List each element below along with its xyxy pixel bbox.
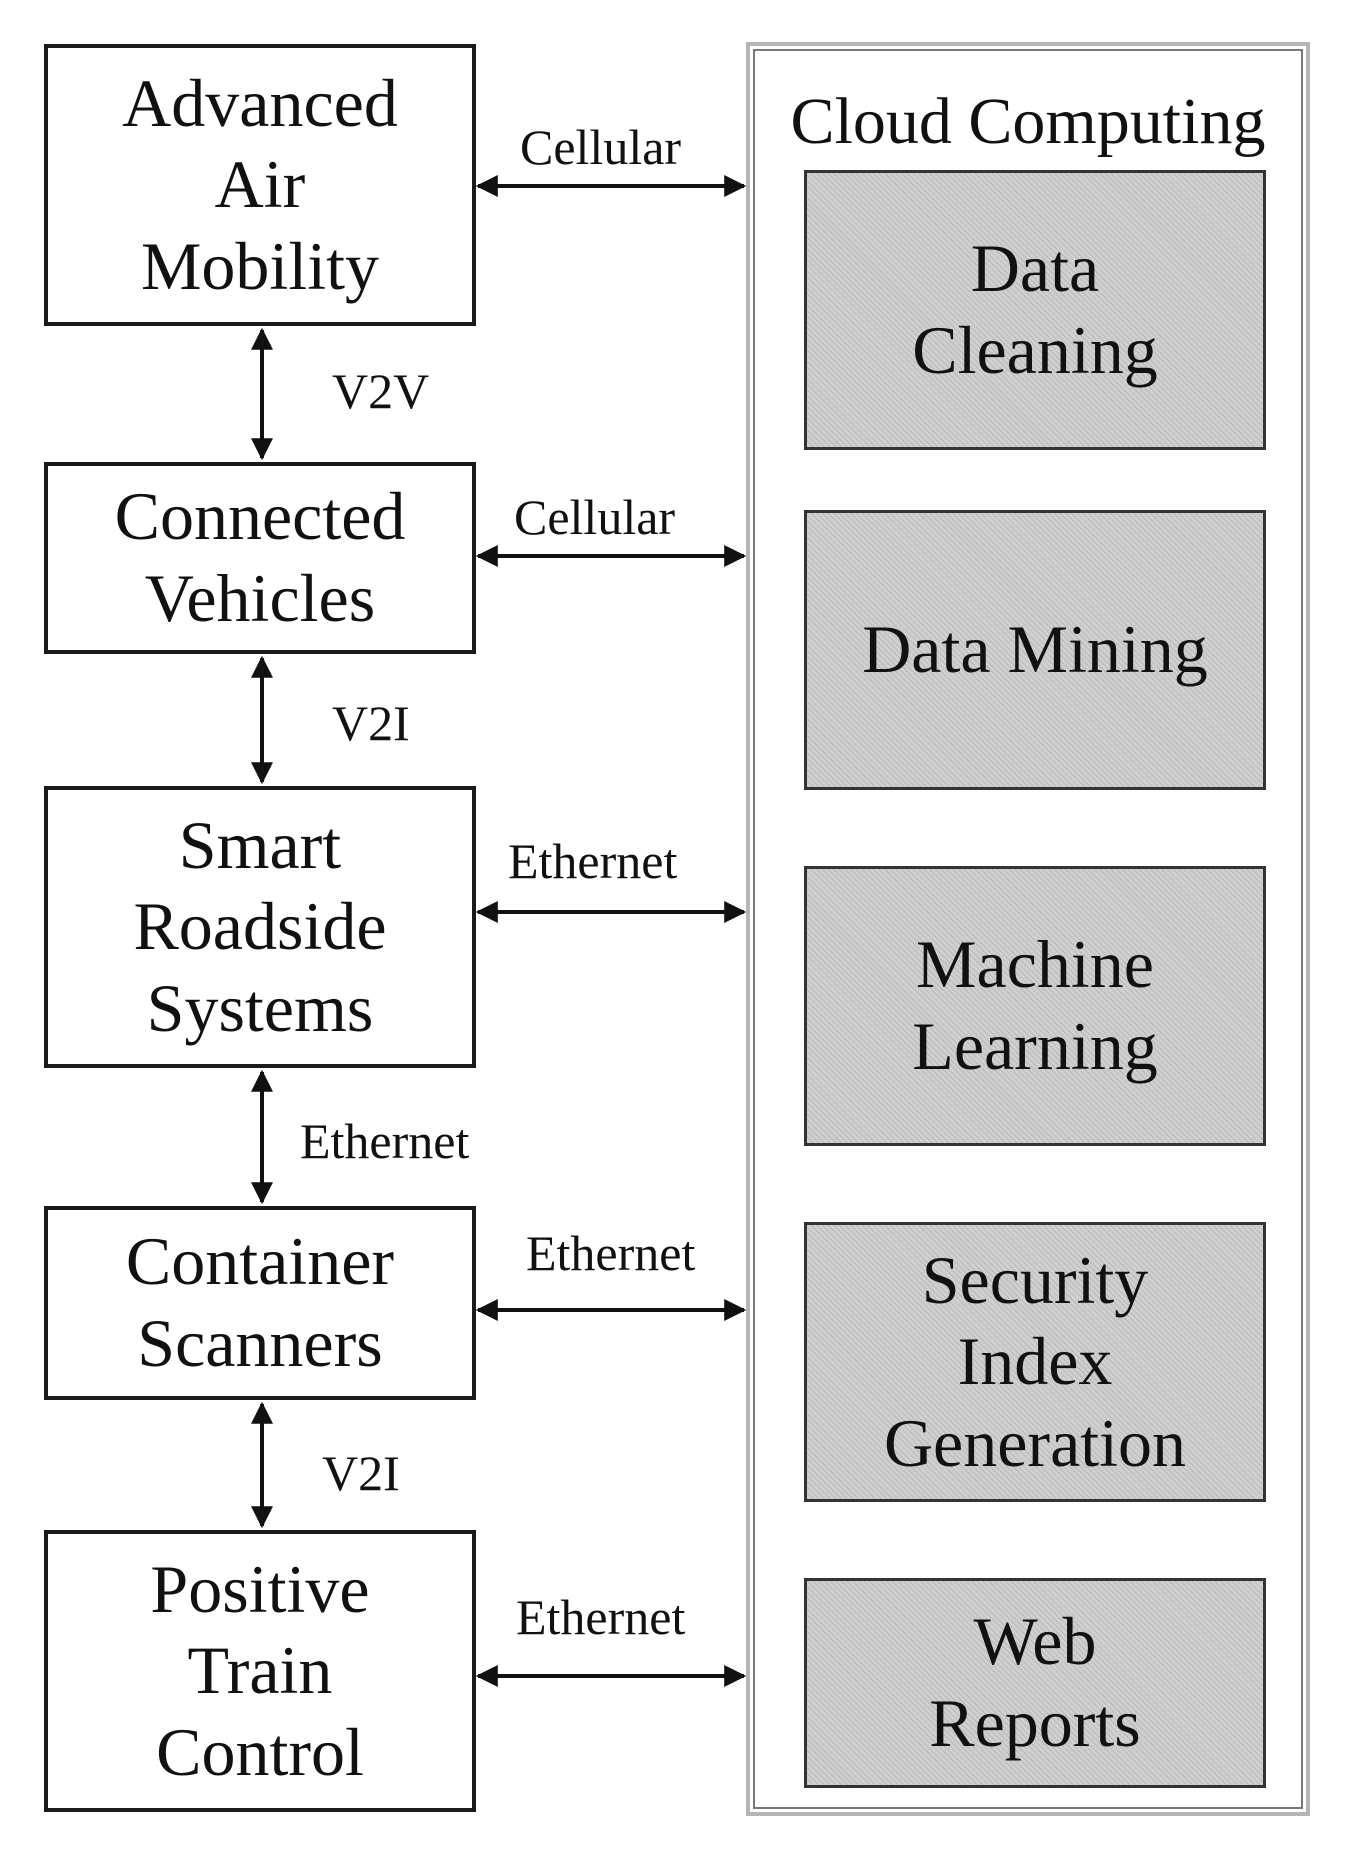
- label-ptc-cloud: Ethernet: [516, 1589, 686, 1645]
- label-aam-cloud: Cellular: [520, 119, 682, 175]
- label-srs-cloud: Ethernet: [508, 833, 678, 889]
- cloud-computing-container: Cloud Computing: [746, 42, 1310, 1816]
- label-cv-cloud: Cellular: [514, 489, 676, 545]
- label-cs-cloud: Ethernet: [526, 1225, 696, 1281]
- process-data-mining: Data Mining: [804, 510, 1266, 790]
- label-cv-srs: V2I: [332, 695, 410, 751]
- label-srs-cs: Ethernet: [300, 1113, 470, 1169]
- cloud-computing-title: Cloud Computing: [790, 85, 1266, 158]
- label-cs-ptc: V2I: [322, 1445, 400, 1501]
- label-aam-cv: V2V: [332, 363, 430, 419]
